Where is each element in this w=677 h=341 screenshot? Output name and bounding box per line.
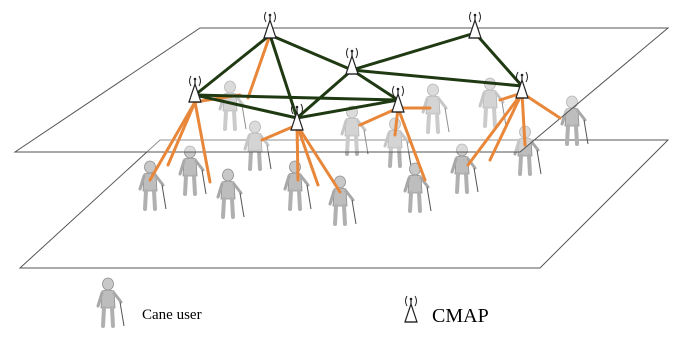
mesh-links	[193, 31, 524, 120]
cmap-icon	[263, 11, 277, 39]
cane-user-legend-icon	[96, 276, 126, 328]
cane-user-legend-label: Cane user	[142, 307, 202, 323]
cmap-legend-label: CMAP	[432, 305, 489, 327]
cmap-legend-icon	[404, 295, 418, 323]
mesh-plane	[13, 27, 670, 153]
cmap-icon	[468, 11, 482, 39]
access-links	[148, 33, 562, 194]
legend: Cane user CMAP	[96, 276, 489, 328]
